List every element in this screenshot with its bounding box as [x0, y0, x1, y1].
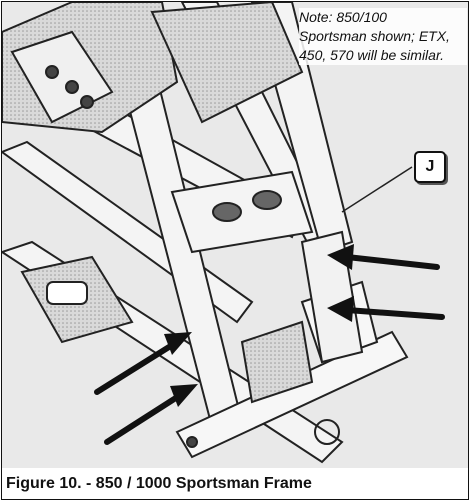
frame-illustration [2, 2, 468, 468]
arrow-right-upper [327, 244, 440, 270]
cross-member [170, 170, 314, 254]
callout-label-j: J [414, 151, 446, 183]
note-text: Note: 850/100 Sportsman shown; ETX, 450,… [299, 8, 467, 65]
callout-leader [341, 166, 413, 213]
arrow-left-lower [104, 384, 198, 445]
lower-left-bracket [20, 255, 134, 344]
mounting-plate [10, 30, 114, 124]
arrows [94, 244, 445, 445]
figure-caption: Figure 10. - 850 / 1000 Sportsman Frame [2, 468, 468, 499]
arrow-right-lower [327, 296, 445, 322]
arrow-left-upper [94, 332, 192, 395]
